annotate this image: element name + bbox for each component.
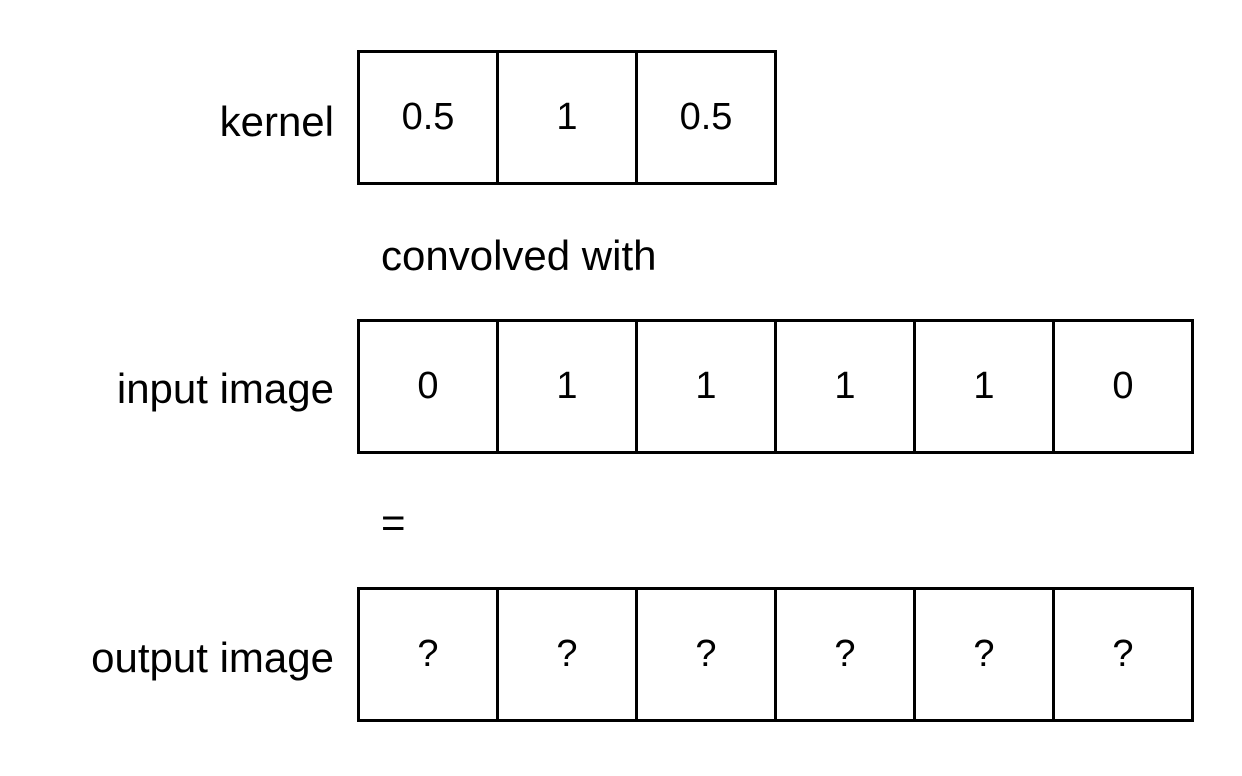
output-cell: ? <box>1112 633 1134 675</box>
operator-caption: convolved with <box>381 232 657 279</box>
input-cell: 1 <box>777 322 916 451</box>
input-label: input image <box>116 365 334 412</box>
output-cell: ? <box>499 590 638 719</box>
input-array: 0 1 1 1 1 0 <box>357 319 1194 454</box>
output-cell: ? <box>777 590 916 719</box>
kernel-array: 0.5 1 0.5 <box>357 50 777 185</box>
kernel-cell: 0.5 <box>679 96 733 138</box>
output-cell: ? <box>916 590 1055 719</box>
output-label: output image <box>91 634 334 681</box>
input-cell: 1 <box>916 322 1055 451</box>
input-cell: 0 <box>1112 365 1134 407</box>
equals-caption: = <box>381 499 406 546</box>
input-cell: 0 <box>360 322 499 451</box>
input-cell: 1 <box>499 322 638 451</box>
output-cell: ? <box>638 590 777 719</box>
output-cell: ? <box>360 590 499 719</box>
output-array: ? ? ? ? ? ? <box>357 587 1194 722</box>
kernel-cell: 1 <box>499 53 638 182</box>
input-cell: 1 <box>638 322 777 451</box>
kernel-cell: 0.5 <box>360 53 499 182</box>
kernel-label: kernel <box>219 98 334 145</box>
